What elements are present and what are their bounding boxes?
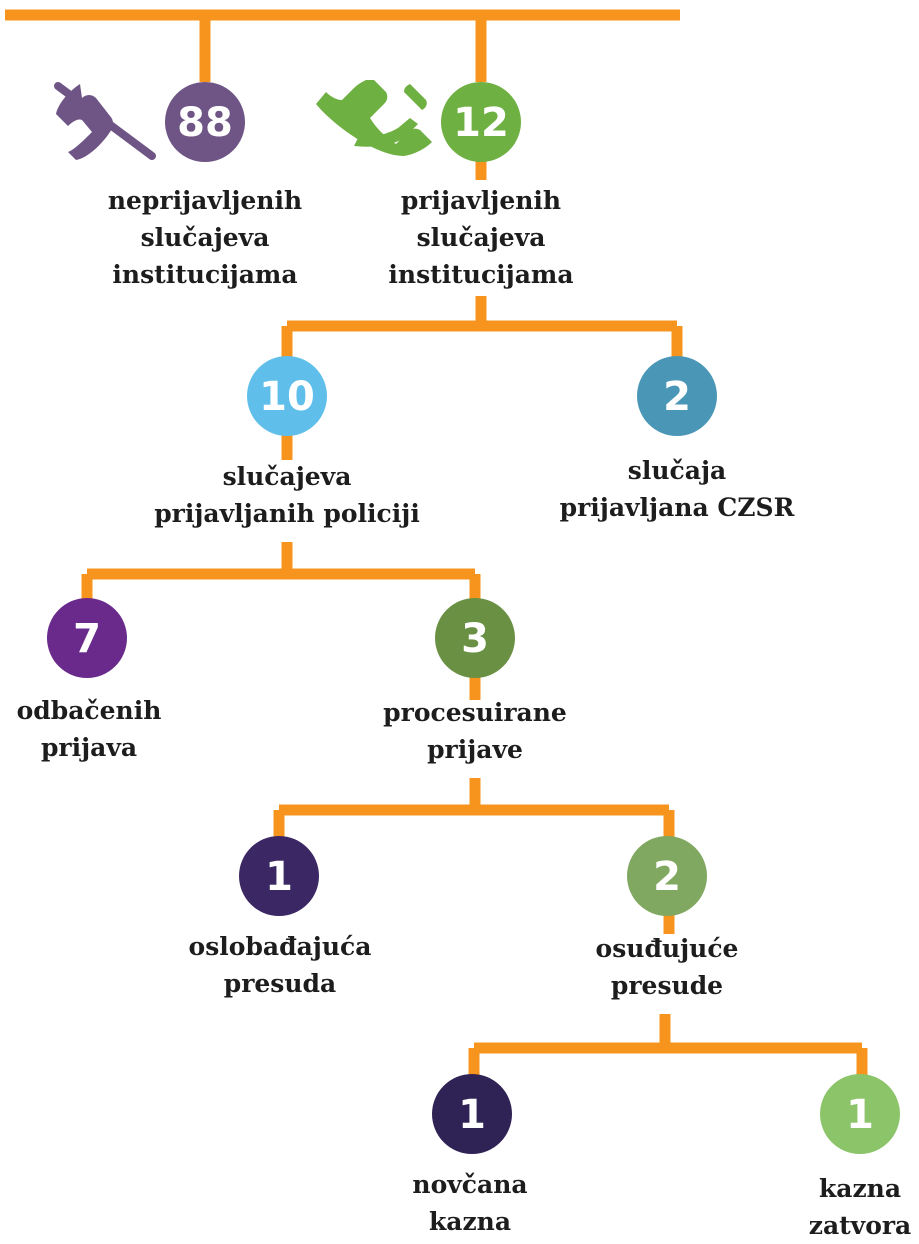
label-unreported: neprijavljenih slučajeva institucijama <box>108 182 302 293</box>
node-prison: 1 <box>820 1074 900 1154</box>
label-line: neprijavljenih <box>107 186 303 215</box>
label-line: slučaja <box>627 456 727 485</box>
node-fine: 1 <box>432 1074 512 1154</box>
node-circle <box>820 1074 900 1154</box>
node-czsr: 2 <box>637 356 717 436</box>
node-value: 2 <box>663 374 691 420</box>
label-czsr: slučaja prijavljana CZSR <box>560 452 795 526</box>
label-line: slučajeva <box>416 223 546 252</box>
label-acquittal: oslobađajuća presuda <box>189 928 372 1002</box>
label-processed: procesuirane prijave <box>383 694 567 768</box>
label-line: odbačenih <box>16 696 162 725</box>
phone-icon <box>316 80 432 156</box>
node-value: 7 <box>73 616 101 662</box>
label-line: prijavljenih <box>400 186 562 215</box>
node-police: 10 <box>247 356 327 436</box>
label-prison: kazna zatvora <box>809 1170 912 1244</box>
phone-crossed-icon <box>54 82 156 160</box>
label-line: slučajeva <box>222 462 352 491</box>
label-line: slučajeva <box>140 223 270 252</box>
label-rejected: odbačenih prijava <box>17 692 162 766</box>
node-circle <box>441 82 521 162</box>
connector-lines <box>5 9 868 1078</box>
node-circle <box>165 82 245 162</box>
node-circle <box>247 356 327 436</box>
node-value: 10 <box>259 374 315 420</box>
node-value: 3 <box>461 616 489 662</box>
node-circle <box>637 356 717 436</box>
label-line: institucijama <box>112 260 298 289</box>
label-line: zatvora <box>808 1211 912 1240</box>
node-acquittal: 1 <box>239 836 319 916</box>
label-line: novčana <box>412 1170 528 1199</box>
node-value: 1 <box>846 1092 874 1138</box>
label-line: prijava <box>40 733 138 762</box>
label-line: kazna <box>428 1207 512 1236</box>
label-line: kazna <box>818 1174 902 1203</box>
node-convictions: 2 <box>627 836 707 916</box>
label-line: oslobađajuća <box>188 932 372 961</box>
node-circle <box>432 1074 512 1154</box>
node-value: 1 <box>458 1092 486 1138</box>
label-police: slučajeva prijavljanih policiji <box>154 458 420 532</box>
label-line: prijavljanih policiji <box>154 499 420 528</box>
label-reported: prijavljenih slučajeva institucijama <box>388 182 573 293</box>
label-line: prijave <box>427 735 523 764</box>
label-line: institucijama <box>388 260 574 289</box>
label-line: procesuirane <box>383 698 567 727</box>
node-value: 1 <box>265 854 293 900</box>
label-line: presuda <box>223 969 337 998</box>
node-value: 2 <box>653 854 681 900</box>
label-line: prijavljana CZSR <box>559 493 795 522</box>
label-convictions: osuđujuće presude <box>596 930 739 1004</box>
node-circle <box>627 836 707 916</box>
label-line: osuđujuće <box>595 934 739 963</box>
node-value: 88 <box>177 100 233 146</box>
node-value: 12 <box>453 100 509 146</box>
label-fine: novčana kazna <box>412 1166 527 1240</box>
node-unreported: 88 <box>165 82 245 162</box>
node-circle <box>435 598 515 678</box>
label-line: presude <box>610 971 724 1000</box>
node-reported: 12 <box>441 82 521 162</box>
node-circle <box>239 836 319 916</box>
node-circle <box>47 598 127 678</box>
node-rejected: 7 <box>47 598 127 678</box>
node-processed: 3 <box>435 598 515 678</box>
